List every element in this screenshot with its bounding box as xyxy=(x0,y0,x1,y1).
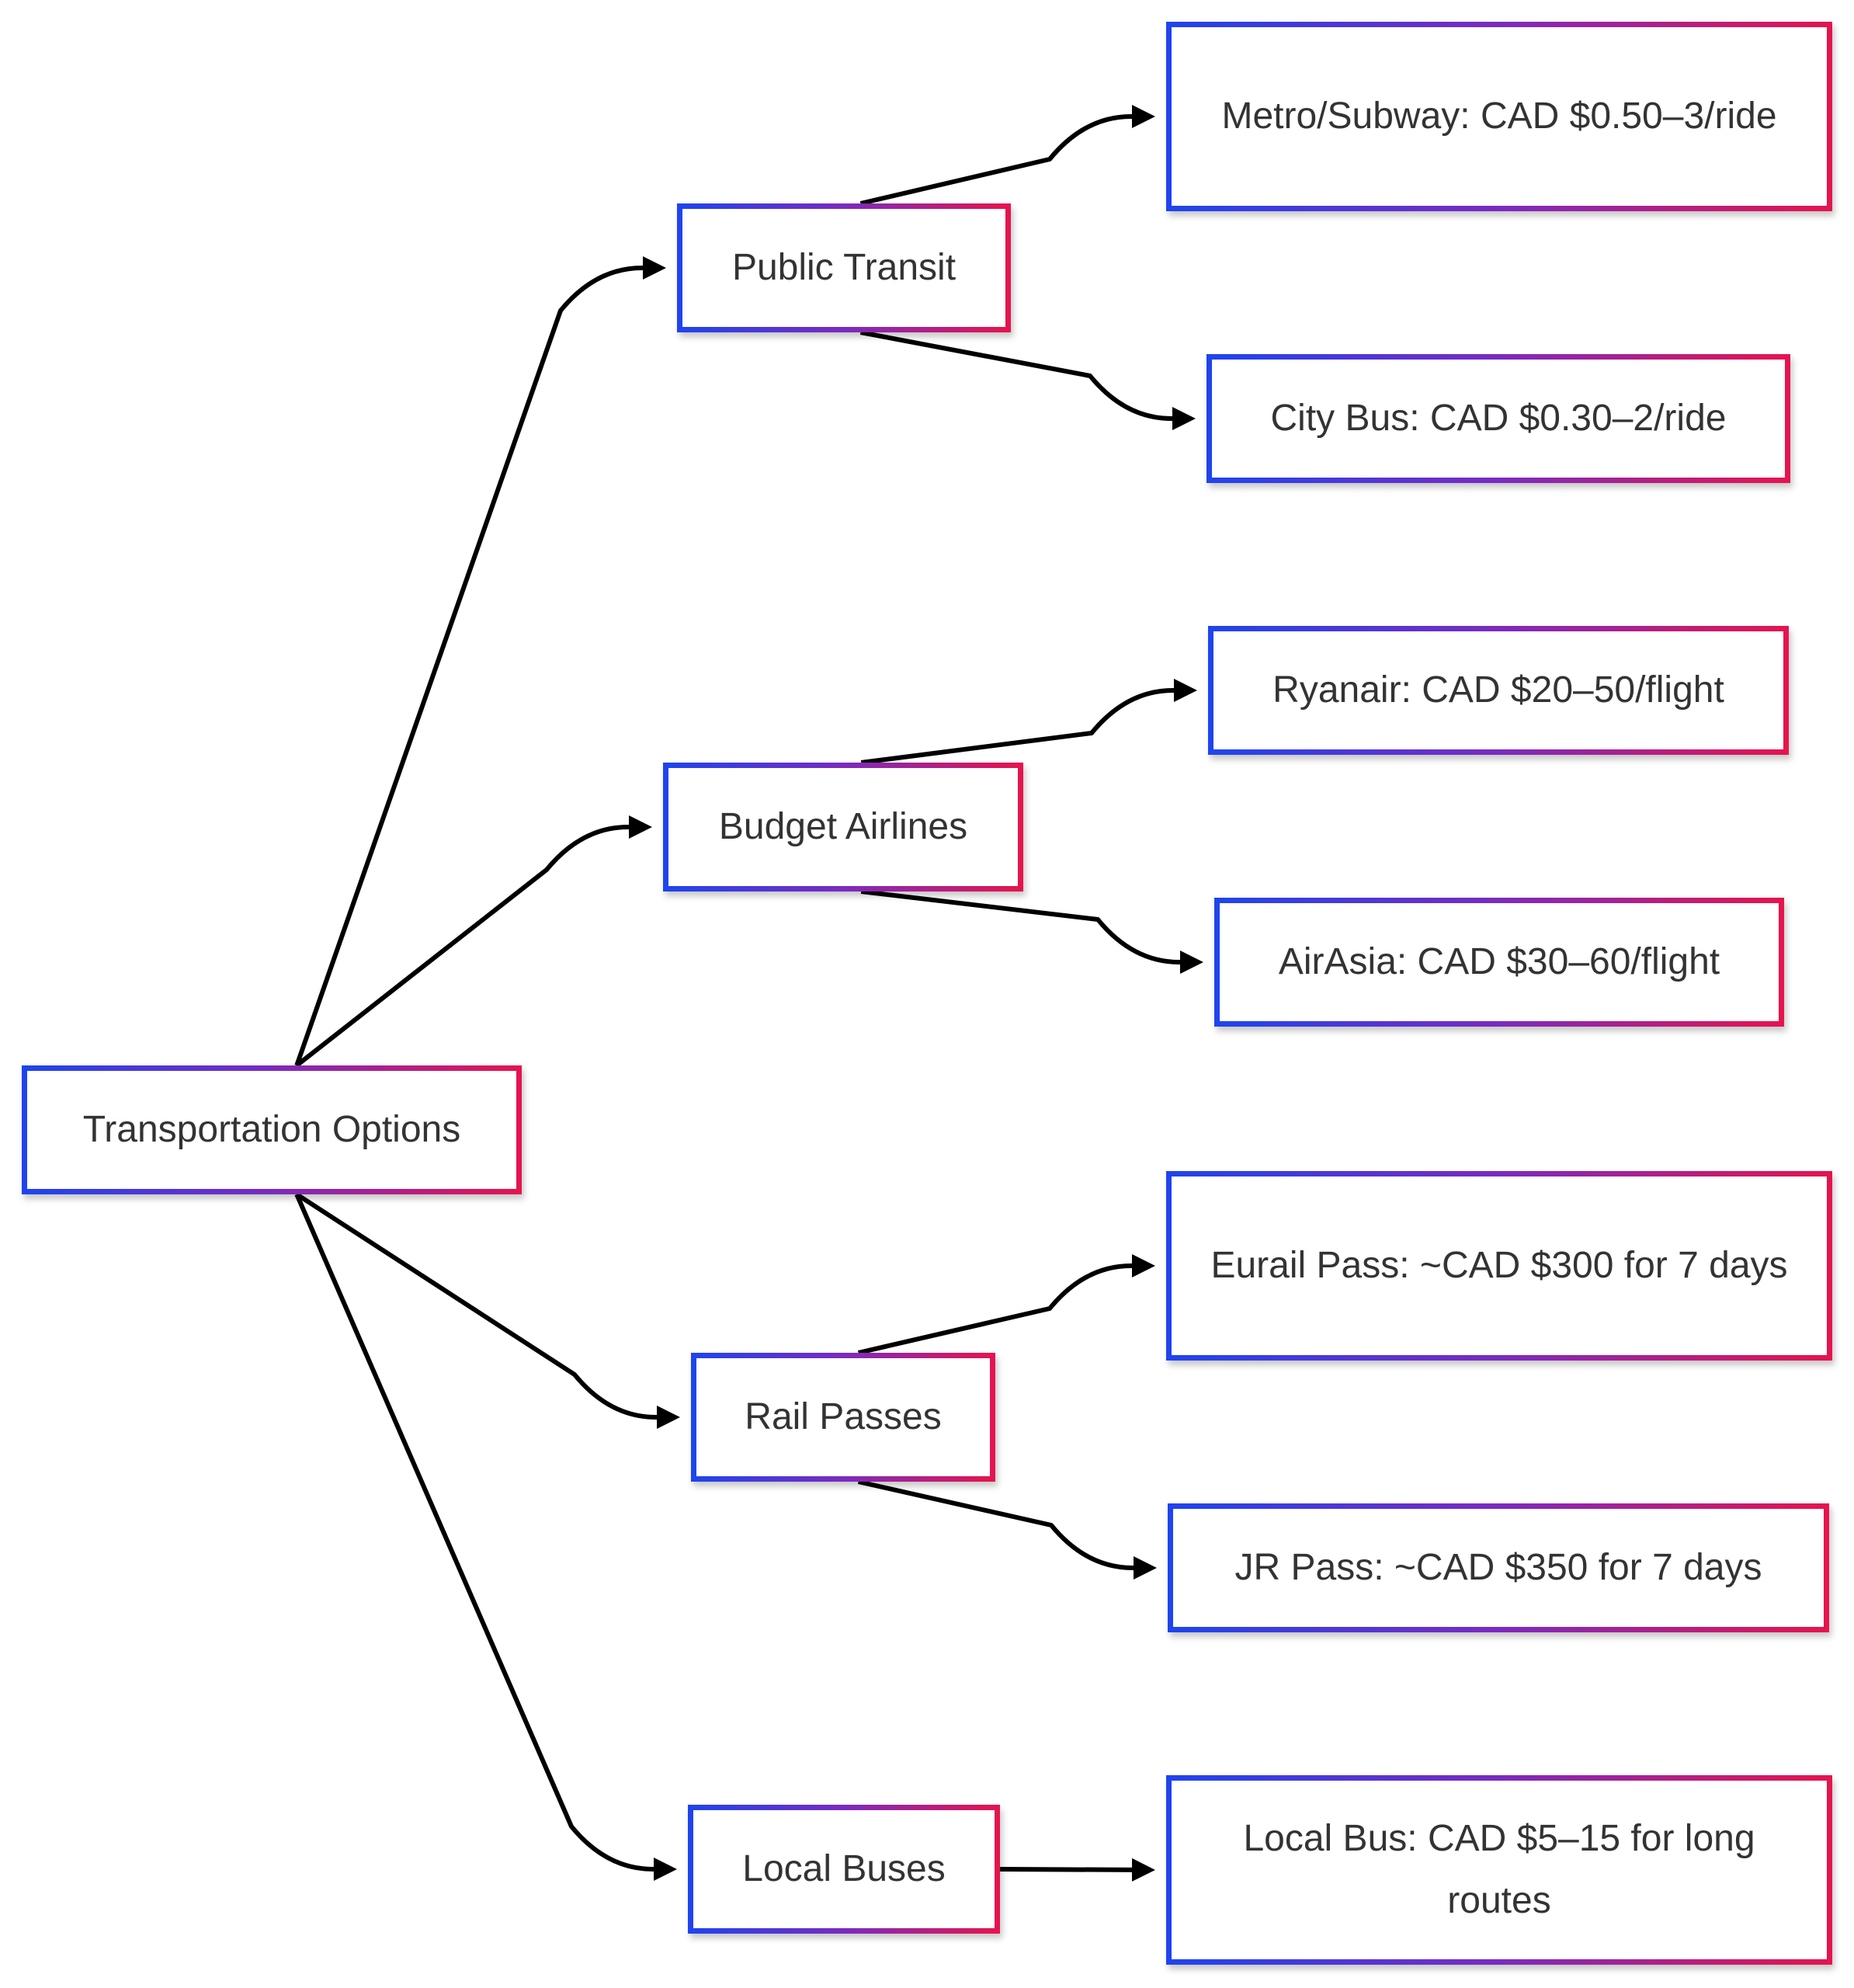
node-public-transit[interactable]: Public Transit xyxy=(677,203,1011,332)
edge-root-to-public_transit xyxy=(294,256,666,1066)
node-label: Transportation Options xyxy=(82,1109,461,1150)
node-local-bus[interactable]: Local Bus: CAD $5–15 for long routes xyxy=(1166,1775,1832,1965)
edge-public_transit-to-city_bus xyxy=(859,330,1196,430)
node-local-buses[interactable]: Local Buses xyxy=(688,1805,1000,1934)
node-metro-subway[interactable]: Metro/Subway: CAD $0.50–3/ride xyxy=(1166,22,1832,211)
node-city-bus[interactable]: City Bus: CAD $0.30–2/ride xyxy=(1206,354,1790,483)
edge-budget_airlines-to-airasia xyxy=(860,889,1203,974)
node-label: Ryanair: CAD $20–50/flight xyxy=(1272,669,1724,711)
node-label: Local Bus: CAD $5–15 for long routes xyxy=(1243,1818,1755,1921)
node-transportation-options[interactable]: Transportation Options xyxy=(22,1065,522,1194)
node-rail-passes[interactable]: Rail Passes xyxy=(691,1353,995,1482)
node-label: Budget Airlines xyxy=(718,806,968,847)
edge-rail_passes-to-eurail xyxy=(857,1254,1155,1355)
edge-budget_airlines-to-ryanair xyxy=(860,679,1197,765)
node-label: Public Transit xyxy=(731,247,957,288)
node-airasia[interactable]: AirAsia: CAD $30–60/flight xyxy=(1214,898,1784,1027)
node-label: City Bus: CAD $0.30–2/ride xyxy=(1270,398,1727,439)
edge-local_buses-to-local_bus xyxy=(999,1858,1155,1882)
node-label: Eurail Pass: ~CAD $300 for 7 days xyxy=(1210,1245,1788,1286)
node-budget-airlines[interactable]: Budget Airlines xyxy=(663,763,1023,891)
edge-root-to-budget_airlines xyxy=(295,815,652,1068)
node-label: Metro/Subway: CAD $0.50–3/ride xyxy=(1221,96,1777,137)
edge-public_transit-to-metro xyxy=(859,105,1155,206)
node-ryanair[interactable]: Ryanair: CAD $20–50/flight xyxy=(1208,626,1789,755)
node-label: Rail Passes xyxy=(745,1396,942,1437)
node-label: JR Pass: ~CAD $350 for 7 days xyxy=(1234,1547,1762,1588)
node-label: Local Buses xyxy=(742,1848,946,1889)
edge-root-to-local_buses xyxy=(294,1193,677,1881)
node-eurail-pass[interactable]: Eurail Pass: ~CAD $300 for 7 days xyxy=(1166,1171,1832,1361)
edge-root-to-rail_passes xyxy=(295,1192,680,1429)
edge-rail_passes-to-jr_pass xyxy=(857,1479,1157,1580)
node-label: AirAsia: CAD $30–60/flight xyxy=(1278,941,1720,982)
node-jr-pass[interactable]: JR Pass: ~CAD $350 for 7 days xyxy=(1168,1503,1829,1632)
